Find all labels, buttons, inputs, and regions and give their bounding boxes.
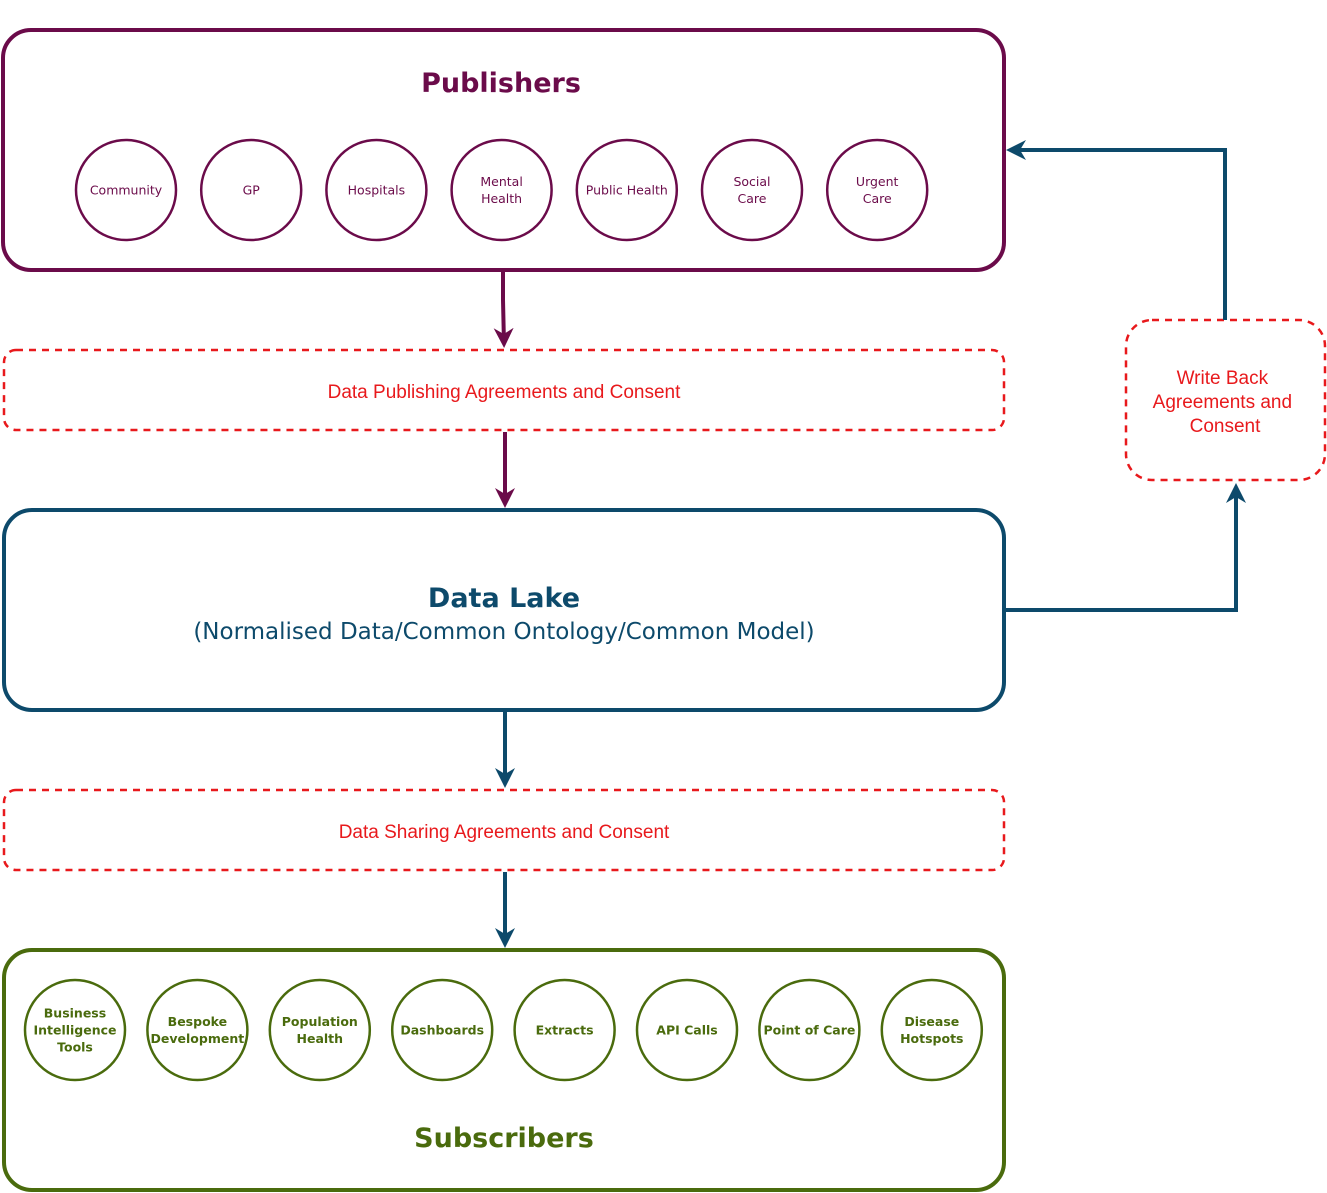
publisher-label-line: Care — [863, 191, 892, 206]
data-lake-border — [2, 508, 1006, 712]
write-back-agreement-box: Write Back Agreements and Consent — [1124, 318, 1327, 482]
subscriber-label: API Calls — [656, 1023, 717, 1038]
sharing-agreement-label: Data Sharing Agreements and Consent — [339, 822, 670, 843]
sharing-agreement-box: Data Sharing Agreements and Consent — [2, 788, 1006, 872]
publisher-circle — [199, 138, 303, 242]
subscriber-circle — [268, 978, 372, 1082]
arrow-publishers-to-publishing-agreement — [493, 272, 514, 348]
subscriber-label-line: Population — [282, 1014, 358, 1029]
publisher-node-public-health: Public Health — [575, 138, 679, 242]
publisher-circle — [325, 138, 428, 242]
publisher-label-line: Health — [481, 191, 522, 206]
publisher-label-line: Community — [90, 183, 163, 198]
arrow-write-back-to-publishers — [1006, 140, 1227, 320]
publisher-label: Public Health — [586, 183, 668, 198]
subscriber-label-line: Development — [151, 1031, 245, 1046]
subscriber-circle — [635, 978, 739, 1082]
subscriber-label-line: Extracts — [536, 1023, 594, 1038]
publisher-circle — [700, 138, 804, 242]
publisher-node-community: Community — [74, 138, 178, 242]
subscriber-circle — [23, 978, 127, 1082]
publisher-circle — [74, 138, 178, 242]
subscriber-circle — [758, 978, 861, 1082]
publisher-label-line: Hospitals — [348, 183, 406, 198]
subscribers-box-border — [2, 948, 1006, 1192]
write-back-agreement-border — [1124, 318, 1327, 482]
publisher-label: Hospitals — [348, 183, 406, 198]
publisher-circle — [825, 138, 929, 242]
publisher-label-line: Social — [733, 174, 770, 189]
subscriber-node-extracts: Extracts — [513, 978, 616, 1082]
subscriber-label-line: Business — [44, 1006, 106, 1021]
subscriber-label-line: Disease — [904, 1014, 959, 1029]
publishing-agreement-label: Data Publishing Agreements and Consent — [328, 382, 682, 403]
subscribers-title: Subscribers — [414, 1123, 594, 1154]
subscriber-label: Dashboards — [400, 1023, 484, 1038]
write-back-line-2: Agreements and — [1153, 392, 1292, 413]
subscriber-label-line: Point of Care — [763, 1023, 855, 1038]
publisher-label-line: Care — [738, 191, 767, 206]
publisher-label-line: Mental — [480, 174, 522, 189]
subscriber-label-line: API Calls — [656, 1023, 717, 1038]
publishers-title: Publishers — [421, 68, 581, 99]
publishing-agreement-border — [2, 348, 1006, 432]
subscriber-label-line: Health — [297, 1031, 344, 1046]
subscriber-circle — [880, 978, 984, 1082]
data-lake-box: Data Lake (Normalised Data/Common Ontolo… — [2, 508, 1006, 712]
subscriber-node-api-calls: API Calls — [635, 978, 739, 1082]
subscriber-node-dashboards: Dashboards — [390, 978, 494, 1082]
publisher-circle — [575, 138, 679, 242]
subscriber-circle — [390, 978, 494, 1082]
data-lake-title: Data Lake — [428, 583, 580, 614]
subscriber-label-line: Bespoke — [168, 1014, 227, 1029]
arrow-data-lake-to-write-back — [1006, 483, 1246, 612]
publisher-label-line: Urgent — [856, 174, 899, 189]
publishing-agreement-box: Data Publishing Agreements and Consent — [2, 348, 1006, 432]
write-back-line-3: Consent — [1190, 416, 1261, 437]
subscriber-label-line: Dashboards — [400, 1023, 484, 1038]
publisher-label-line: Public Health — [586, 183, 668, 198]
publisher-label-line: GP — [243, 183, 261, 198]
subscriber-circle — [513, 978, 616, 1082]
subscriber-node-point-of-care: Point of Care — [758, 978, 861, 1082]
publisher-label: Community — [90, 183, 163, 198]
publisher-node-gp: GP — [199, 138, 303, 242]
publisher-node-hospitals: Hospitals — [325, 138, 428, 242]
subscriber-label-line: Tools — [57, 1040, 93, 1055]
publisher-label: GP — [243, 183, 261, 198]
subscriber-label-line: Hotspots — [900, 1031, 963, 1046]
subscriber-label: Point of Care — [763, 1023, 855, 1038]
data-lake-subtitle: (Normalised Data/Common Ontology/Common … — [193, 619, 814, 645]
sharing-agreement-border — [2, 788, 1006, 872]
subscriber-label-line: Intelligence — [33, 1023, 116, 1038]
publisher-circle — [450, 138, 553, 242]
write-back-agreement-label: Write Back Agreements and Consent — [1153, 368, 1298, 437]
subscriber-circle — [146, 978, 249, 1082]
write-back-line-1: Write Back — [1177, 368, 1269, 389]
subscriber-label: Extracts — [536, 1023, 594, 1038]
